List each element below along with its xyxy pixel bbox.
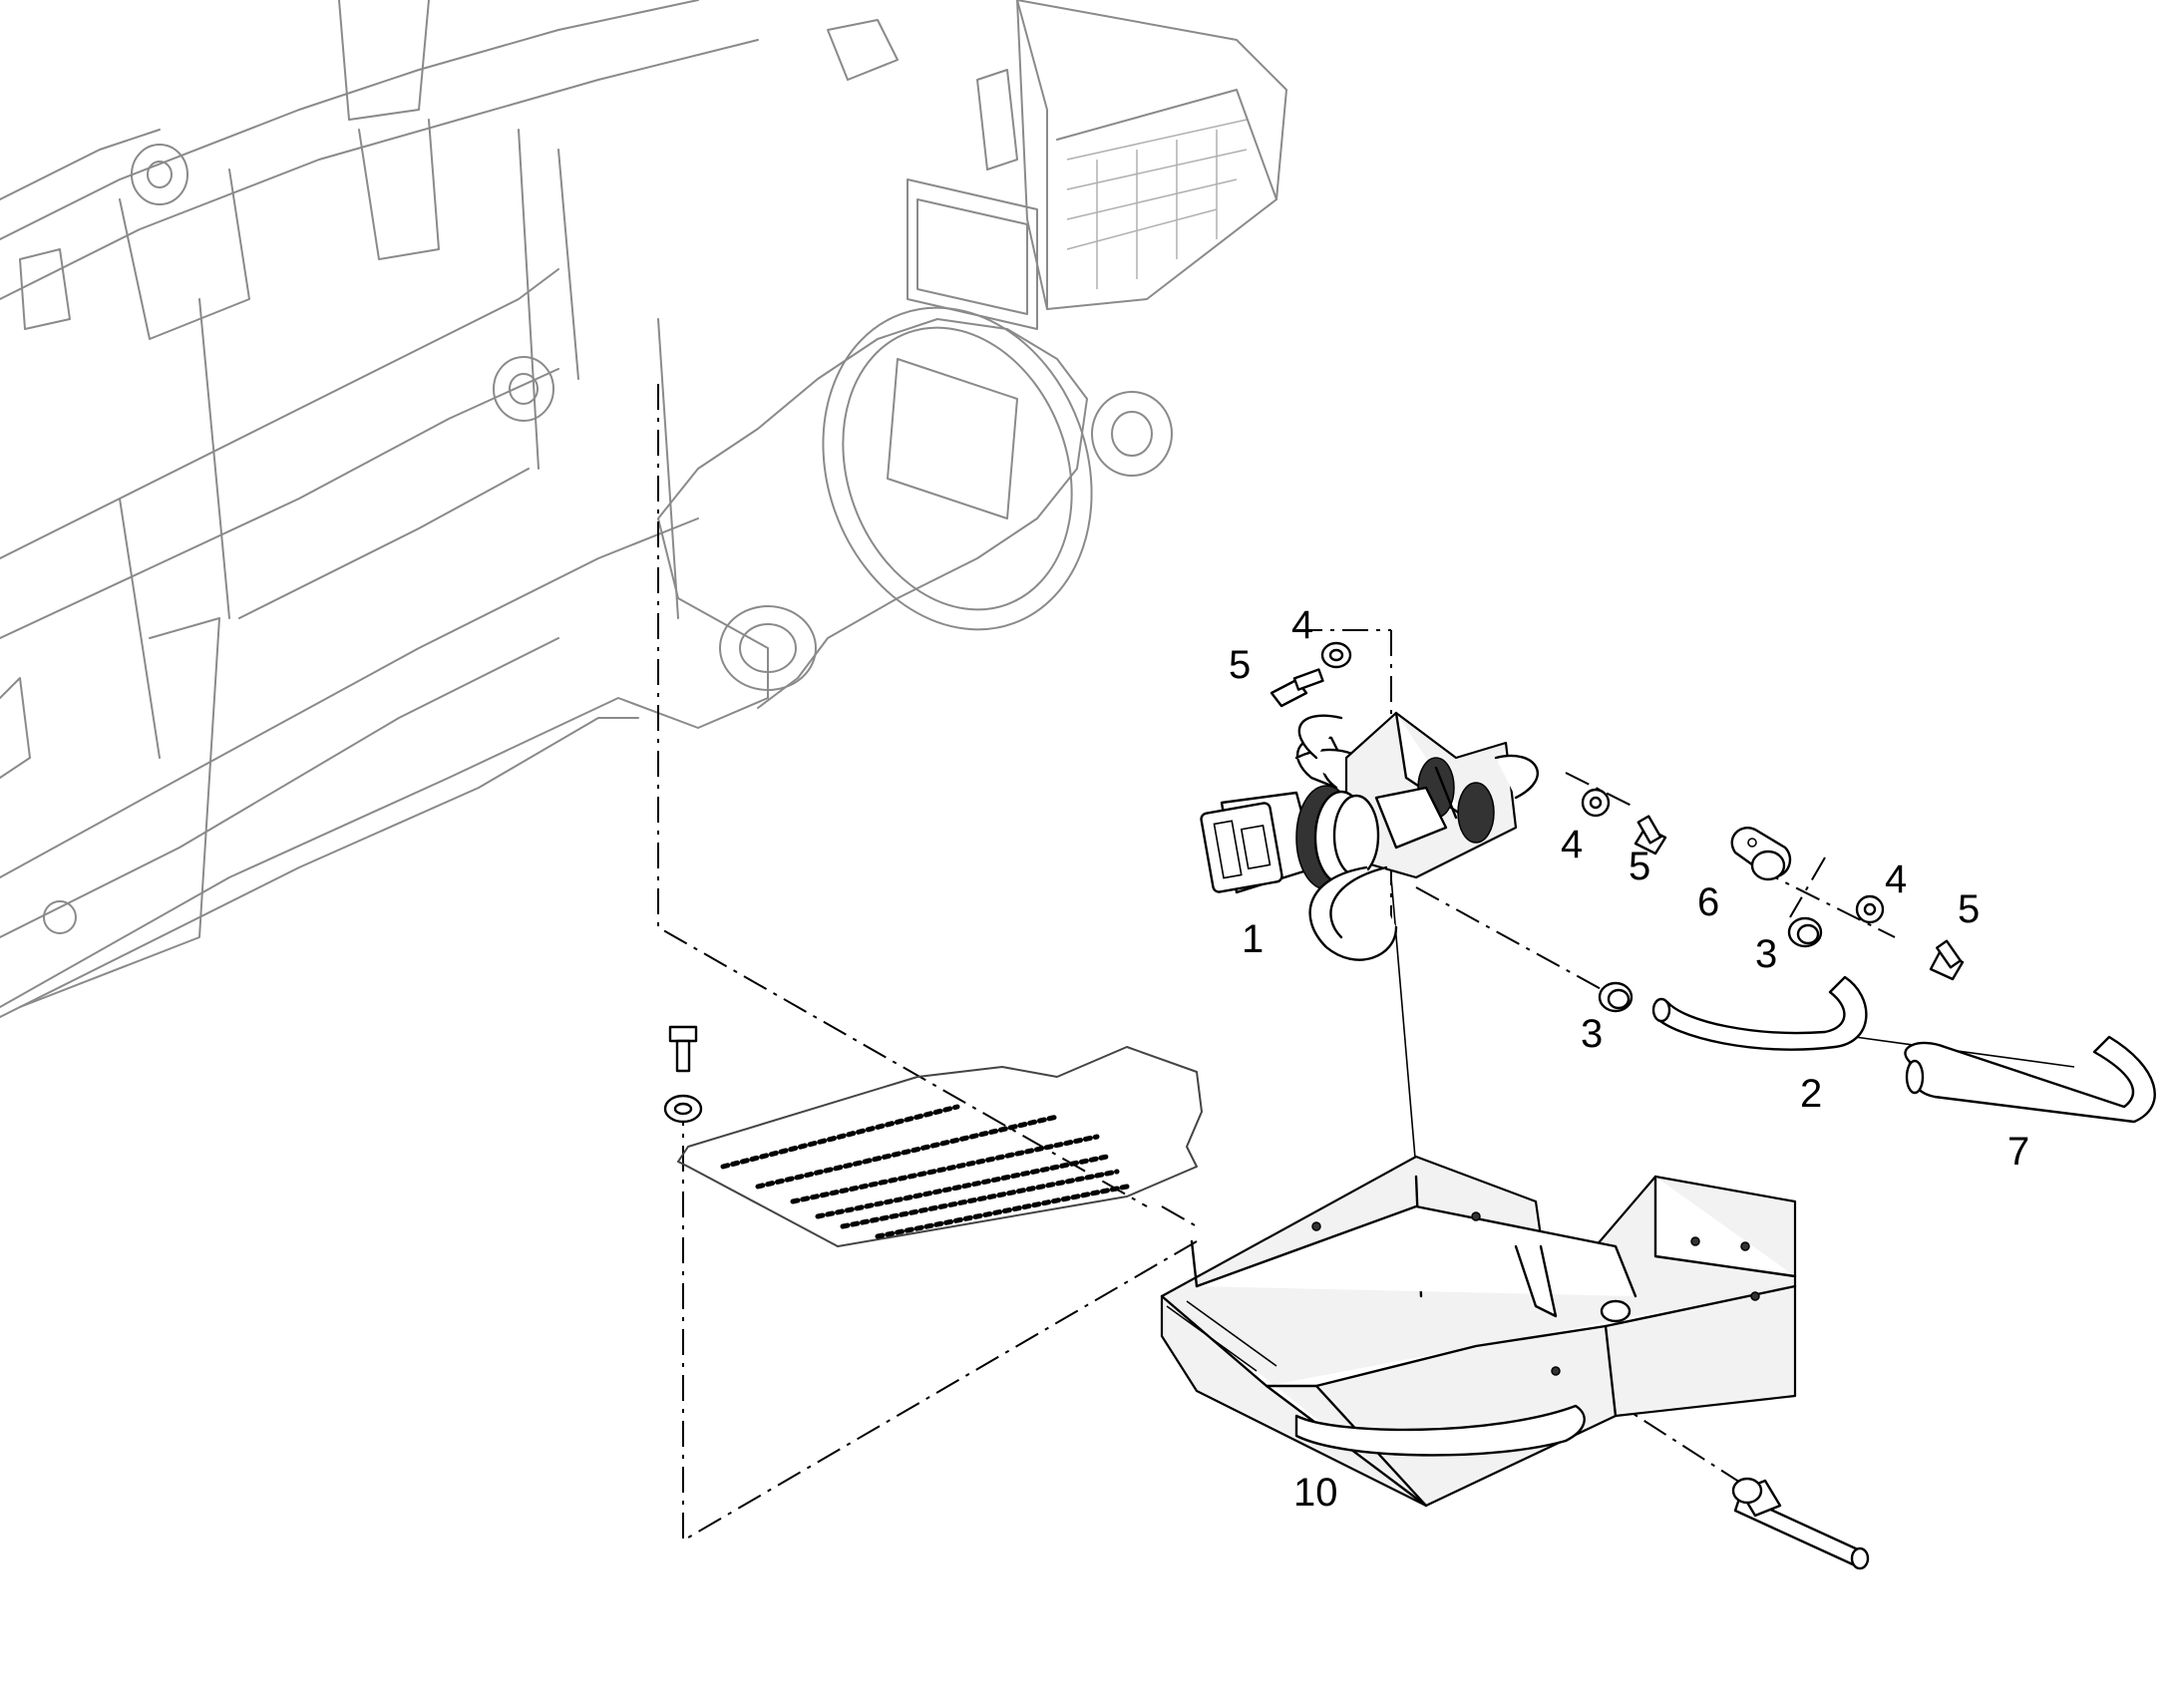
bolt-middle <box>1634 815 1667 855</box>
guard-tray <box>1160 1155 1797 1508</box>
hose-clamp-lower <box>1598 981 1634 1013</box>
bolt-upper <box>1270 668 1324 708</box>
callout-5-right: 5 <box>1958 887 1980 931</box>
washer-upper <box>1320 641 1352 669</box>
bolt-left-plate <box>668 1025 698 1073</box>
callout-5-middle: 5 <box>1629 845 1650 888</box>
hose-2 <box>1651 975 1868 1051</box>
fitting <box>1730 827 1792 881</box>
washer-left-plate <box>663 1094 703 1124</box>
callout-6: 6 <box>1697 880 1719 924</box>
callout-3-upper: 3 <box>1755 932 1777 976</box>
callout-4-middle: 4 <box>1561 823 1583 866</box>
callout-3-lower: 3 <box>1581 1012 1603 1056</box>
pump-assembly <box>1200 711 1539 961</box>
callout-labels: 1 2 3 3 4 4 4 5 5 5 6 7 10 <box>1229 603 2029 1515</box>
callout-4-upper: 4 <box>1291 603 1313 647</box>
washer-middle <box>1581 788 1611 818</box>
hose-7 <box>1904 1035 2156 1124</box>
floor-plate <box>677 1046 1203 1247</box>
callout-7: 7 <box>2007 1130 2029 1174</box>
spacer-tray <box>1731 1477 1763 1505</box>
washer-right <box>1855 894 1885 924</box>
callout-10: 10 <box>1293 1471 1338 1515</box>
callout-4-right: 4 <box>1885 857 1907 901</box>
machine-frame <box>0 0 1287 1018</box>
bolt-right <box>1929 939 1965 981</box>
callout-1: 1 <box>1242 917 1264 961</box>
callout-5-upper: 5 <box>1229 643 1251 687</box>
hose-clamp-upper <box>1787 916 1823 948</box>
callout-2: 2 <box>1800 1072 1822 1116</box>
